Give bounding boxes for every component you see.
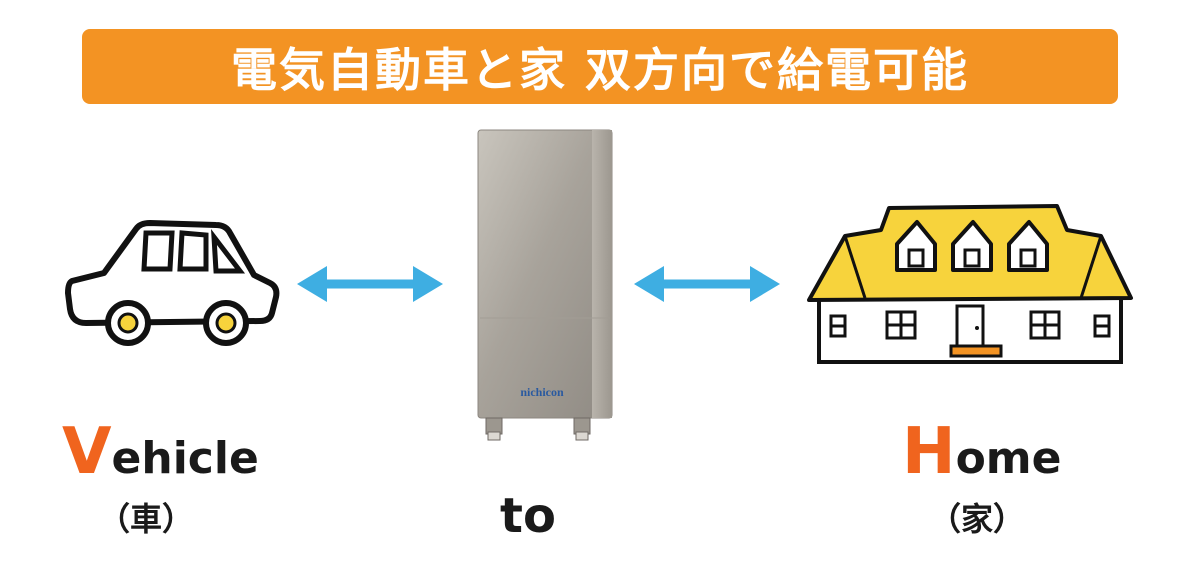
vehicle-rest: ehicle	[111, 433, 259, 484]
page-title: 電気自動車と家 双方向で給電可能	[230, 42, 969, 97]
bidirectional-arrow-icon	[634, 266, 780, 302]
bidirectional-arrow-icon	[297, 266, 443, 302]
vehicle-sub-label: （車）	[98, 500, 195, 538]
home-rest: ome	[955, 433, 1062, 484]
house-icon	[807, 204, 1133, 364]
car-icon	[65, 220, 280, 346]
title-banner: 電気自動車と家 双方向で給電可能	[82, 29, 1118, 104]
home-label: Home	[902, 420, 1062, 489]
brand-logo: nichicon	[520, 385, 564, 399]
vehicle-label: Vehicle	[62, 420, 259, 489]
v2h-charger-icon: nichicon	[477, 129, 613, 441]
home-initial: H	[902, 415, 956, 489]
home-sub-label: （家）	[929, 500, 1026, 538]
to-label: to	[500, 488, 556, 544]
vehicle-initial: V	[62, 415, 112, 489]
